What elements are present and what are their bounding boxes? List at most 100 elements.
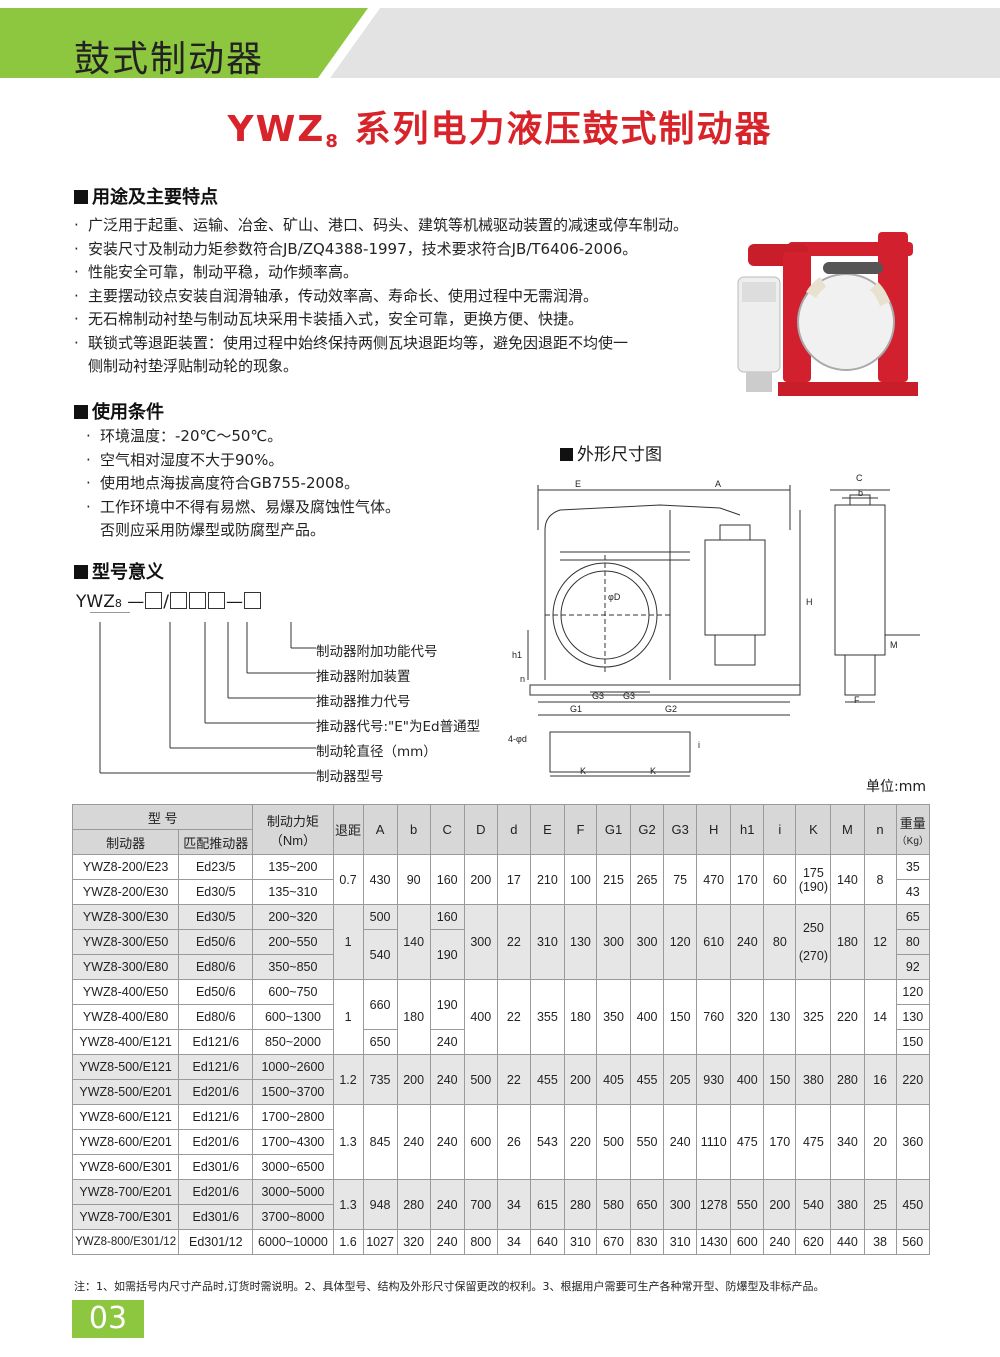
table-cell: 280 (396, 1179, 431, 1230)
table-cell: 930 (696, 1054, 732, 1105)
header-torque: 制动力矩（Nm） (252, 804, 334, 855)
section-conditions-heading: 使用条件 (74, 398, 164, 424)
table-cell: 22 (496, 1054, 531, 1105)
page-title: YWZ8 系列电力液压鼓式制动器 (0, 100, 1000, 152)
legend-item: 推动器推力代号 (316, 694, 411, 710)
table-cell: 205 (663, 1054, 698, 1105)
title-suffix: 系列电力液压鼓式制动器 (354, 109, 773, 150)
square-bullet-icon (74, 405, 88, 419)
table-cell: 540 (362, 929, 398, 980)
table-cell: 320 (396, 1229, 431, 1255)
header-G1: G1 (595, 804, 632, 855)
table-cell: 38 (863, 1229, 897, 1255)
table-cell: YWZ8-200/E30 (71, 879, 180, 905)
table-cell: 175(190) (795, 854, 832, 905)
header-brake: 制动器 (71, 829, 180, 855)
dim-label-n: n (520, 674, 525, 684)
table-cell: 355 (529, 979, 565, 1055)
table-header-row: 型 号 制动力矩（Nm） 退距 A b C D d E F G1 G2 G3 H… (71, 804, 931, 855)
table-cell: YWZ8-300/E30 (71, 904, 180, 930)
table-cell: 26 (496, 1104, 531, 1180)
table-cell: 170 (730, 854, 765, 905)
table-cell: 90 (396, 854, 431, 905)
table-cell: 200~550 (252, 929, 334, 955)
table-cell: 34 (496, 1179, 531, 1230)
table-cell: 170 (763, 1104, 797, 1180)
table-cell: 550 (730, 1179, 765, 1230)
table-cell: 580 (595, 1179, 632, 1230)
table-cell: 1.2 (332, 1054, 364, 1105)
table-cell: 140 (396, 904, 431, 980)
table-cell: 660 (362, 979, 398, 1030)
square-bullet-icon (74, 190, 88, 204)
table-cell: 190 (429, 979, 465, 1030)
table-cell: 200 (463, 854, 498, 905)
table-cell: 34 (496, 1229, 531, 1255)
model-legend-lines (90, 612, 316, 774)
table-cell: 1.3 (332, 1179, 364, 1230)
table-cell: 220 (563, 1104, 598, 1180)
table-cell: 475 (795, 1104, 832, 1180)
table-cell: YWZ8-300/E50 (71, 929, 180, 955)
table-cell: Ed301/6 (178, 1204, 254, 1230)
header-decoration (0, 8, 1000, 78)
table-cell: 200 (563, 1054, 598, 1105)
table-cell: 150 (763, 1054, 797, 1105)
dim-label-phiD: φD (608, 592, 621, 602)
dim-label-E: E (575, 479, 581, 489)
table-cell: 550 (630, 1104, 665, 1180)
list-item: 侧制动衬垫浮贴制动轮的现象。 (88, 357, 299, 375)
table-cell: 650 (630, 1179, 665, 1230)
table-cell: 12 (863, 904, 897, 980)
table-cell: 265 (630, 854, 665, 905)
dim-label-i: i (698, 740, 700, 750)
table-cell: 560 (895, 1229, 931, 1255)
uses-list: ·广泛用于起重、运输、冶金、矿山、港口、码头、建筑等机械驱动装置的减速或停车制动… (74, 214, 688, 379)
table-cell: 180 (563, 979, 598, 1055)
conditions-list: ·环境温度：-20℃～50℃。 ·空气相对湿度不大于90%。 ·使用地点海拔高度… (86, 425, 400, 543)
table-cell: 150 (895, 1029, 931, 1055)
list-item: ·无石棉制动衬垫与制动瓦块采用卡装插入式，安全可靠，更换方便、快捷。 (74, 310, 584, 328)
table-cell: 150 (663, 979, 698, 1055)
header-M: M (830, 804, 865, 855)
table-cell: 17 (496, 854, 531, 905)
table-cell: 140 (830, 854, 865, 905)
list-item: ·环境温度：-20℃～50℃。 (86, 427, 283, 445)
table-cell: 14 (863, 979, 897, 1055)
table-cell: 300 (463, 904, 498, 980)
table-cell: YWZ8-200/E23 (71, 854, 180, 880)
dim-label-holes: 4-φd (508, 734, 527, 744)
table-cell: 180 (830, 904, 865, 980)
table-cell: 1700~4300 (252, 1129, 334, 1155)
table-cell: 300 (663, 1179, 698, 1230)
table-cell: 220 (830, 979, 865, 1055)
table-cell: 400 (730, 1054, 765, 1105)
list-item: ·使用地点海拔高度符合GB755-2008。 (86, 474, 360, 492)
list-item: ·工作环境中不得有易燃、易爆及腐蚀性气体。 (86, 497, 401, 516)
table-cell: 16 (863, 1054, 897, 1105)
table-cell: 200 (763, 1179, 797, 1230)
header-E: E (529, 804, 565, 855)
model-code: YWZ8 —/— (76, 592, 262, 612)
table-cell: 3000~6500 (252, 1154, 334, 1180)
header-i: i (763, 804, 797, 855)
table-cell: Ed30/5 (178, 879, 254, 905)
table-cell: 120 (663, 904, 698, 980)
list-item: ·联锁式等退距装置：使用过程中始终保持两侧瓦块退距均等，避免因退距不均使一 (74, 333, 629, 352)
header-C: C (429, 804, 465, 855)
table-cell: YWZ8-300/E80 (71, 954, 180, 980)
table-cell: 500 (595, 1104, 632, 1180)
dim-label-C: C (856, 473, 863, 483)
table-cell: Ed121/6 (178, 1029, 254, 1055)
list-item: ·安装尺寸及制动力矩参数符合JB/ZQ4388-1997，技术要求符合JB/T6… (74, 239, 638, 258)
dim-label-G3: G3 (592, 691, 604, 701)
table-cell: 845 (362, 1104, 398, 1180)
table-cell: 200~320 (252, 904, 334, 930)
list-item: ·性能安全可靠，制动平稳，动作频率高。 (74, 263, 359, 281)
table-cell: 22 (496, 979, 531, 1055)
table-cell: 240 (396, 1104, 431, 1180)
